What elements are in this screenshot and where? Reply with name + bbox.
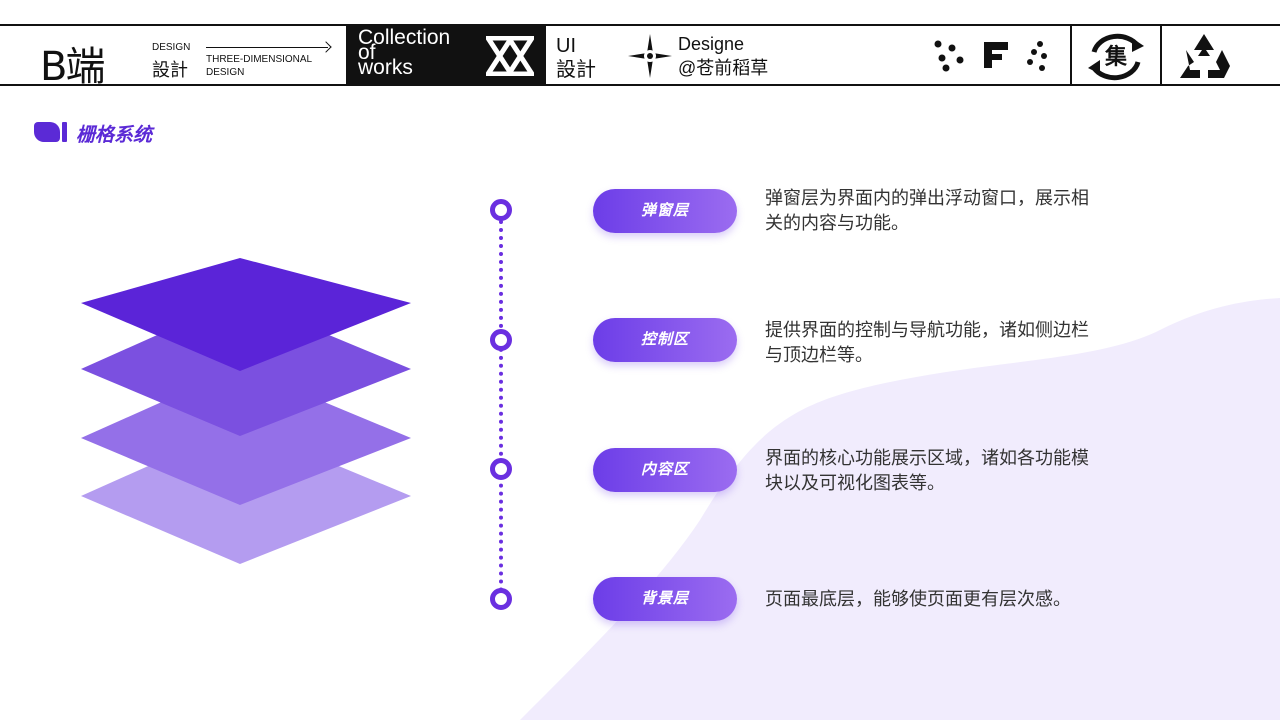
recycle-icon [1180,34,1230,78]
collection-line-3: works [358,56,413,79]
timeline-dot-2 [490,329,512,351]
arrow-right-icon [206,47,328,48]
design-en-label: DESIGN [152,42,191,53]
timeline-line [499,212,503,600]
section-title-icon [34,122,60,142]
layer-desc-1: 弹窗层为界面内的弹出浮动窗口，展示相关的内容与功能。 [765,188,1089,233]
dot-glyphs-icon [934,40,1047,72]
design-cn-label: 設計 [152,60,188,80]
ji-char: 集 [1104,44,1128,70]
section-title-text: 栅格系统 [76,125,153,146]
design-en-label-2: DESIGN [206,67,245,78]
recycle-arrows-icon: 集 [1088,33,1144,81]
ui-line-1: UI [556,35,576,57]
layer-desc-4: 页面最底层，能够使页面更有层次感。 [765,589,1071,609]
arrow-head-icon [320,41,332,53]
header-divider-2 [1160,26,1162,84]
collection-text: Collection of works [358,26,478,79]
layer-desc-2: 提供界面的控制与导航功能，诸如侧边栏与顶边栏等。 [765,320,1089,365]
brand-logo: B端 [40,44,105,90]
layer-desc-3: 界面的核心功能展示区域，诸如各功能模块以及可视化图表等。 [765,448,1089,493]
layer-1-shape [81,258,411,371]
layer-pill-4: 背景层 [593,577,737,621]
three-dimensional-label: THREE-DIMENSIONAL [206,54,313,65]
timeline-dot-3 [490,458,512,480]
collection-box: Collection of works [346,26,546,84]
header-divider-1 [1070,26,1072,84]
header-bar: B端 DESIGN 設計 THREE-DIMENSIONAL DESIGN Co… [0,24,1280,90]
timeline-dot-1 [490,199,512,221]
ui-line-2: 設計 [556,59,596,81]
layer-pill-1: 弹窗层 [593,189,737,233]
designer-label: Designe @苍前稻草 [678,32,768,80]
collection-line-1: Collection [358,26,451,49]
collection-line-2: of [358,41,376,64]
ui-design-label: UI 設計 [556,34,596,82]
designer-line-1: Designe [678,34,745,54]
layer-pill-2: 控制区 [593,318,737,362]
star-compass-icon [628,34,672,78]
layer-stack-illustration [81,258,411,564]
double-triangle-icon [486,36,534,76]
layer-pill-3: 内容区 [593,448,737,492]
designer-line-2: @苍前稻草 [678,58,769,78]
section-title-bar-icon [62,122,67,142]
timeline-dot-4 [490,588,512,610]
